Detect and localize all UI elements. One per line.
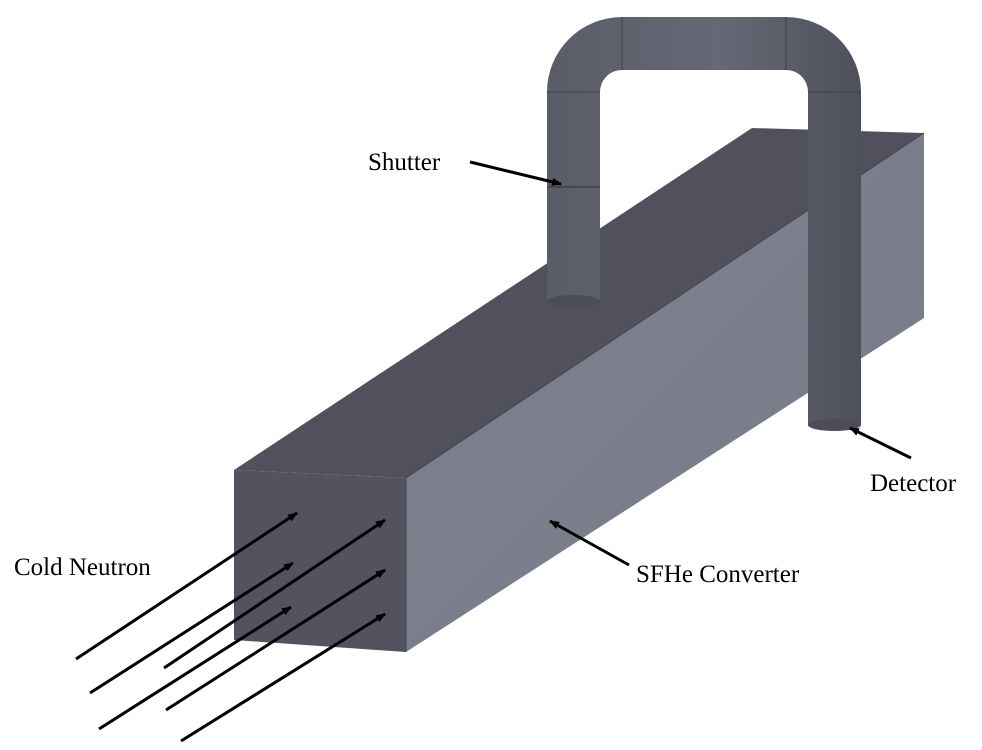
converter-front-face <box>234 470 406 652</box>
converter-side-face <box>406 133 924 652</box>
detector-tube-opening <box>808 419 861 431</box>
cold-neutron-label: Cold Neutron <box>14 554 151 581</box>
u-tube <box>547 17 861 431</box>
neutron-arrow <box>75 511 298 661</box>
detector-pointer-arrow <box>849 426 912 460</box>
neutron-arrow <box>180 612 386 743</box>
detector-label: Detector <box>870 470 957 497</box>
neutron-arrow <box>165 568 386 712</box>
cold-neutron-arrows <box>75 511 386 743</box>
u-tube-body <box>547 17 861 425</box>
neutron-arrow <box>98 605 292 731</box>
shutter-pointer-arrow <box>469 160 562 186</box>
shutter-label: Shutter <box>368 149 441 176</box>
shutter-tube-opening <box>547 295 600 307</box>
converter-label: SFHe Converter <box>636 561 800 588</box>
neutron-arrow <box>89 561 294 695</box>
neutron-arrow <box>163 518 386 670</box>
converter-pointer-arrow <box>549 519 630 567</box>
